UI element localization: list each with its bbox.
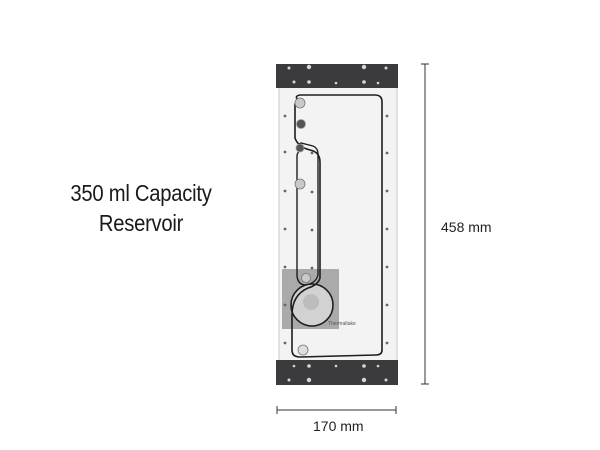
capacity-caption-line1: 350 ml Capacity: [70, 180, 212, 206]
ports: [294, 97, 311, 356]
bottom-bracket: [276, 360, 398, 385]
capacity-caption-line2: Reservoir: [98, 210, 184, 236]
top-bracket: [276, 64, 398, 88]
reservoir-channel: [291, 94, 383, 358]
width-label: 170 mm: [313, 418, 364, 434]
brand-logo: Thermaltake: [328, 321, 356, 327]
width-dimension-line: [276, 406, 397, 414]
height-dimension-line: [421, 63, 429, 385]
bracket-holes: [287, 64, 388, 383]
height-label: 458 mm: [441, 219, 492, 235]
screws: [283, 114, 389, 345]
